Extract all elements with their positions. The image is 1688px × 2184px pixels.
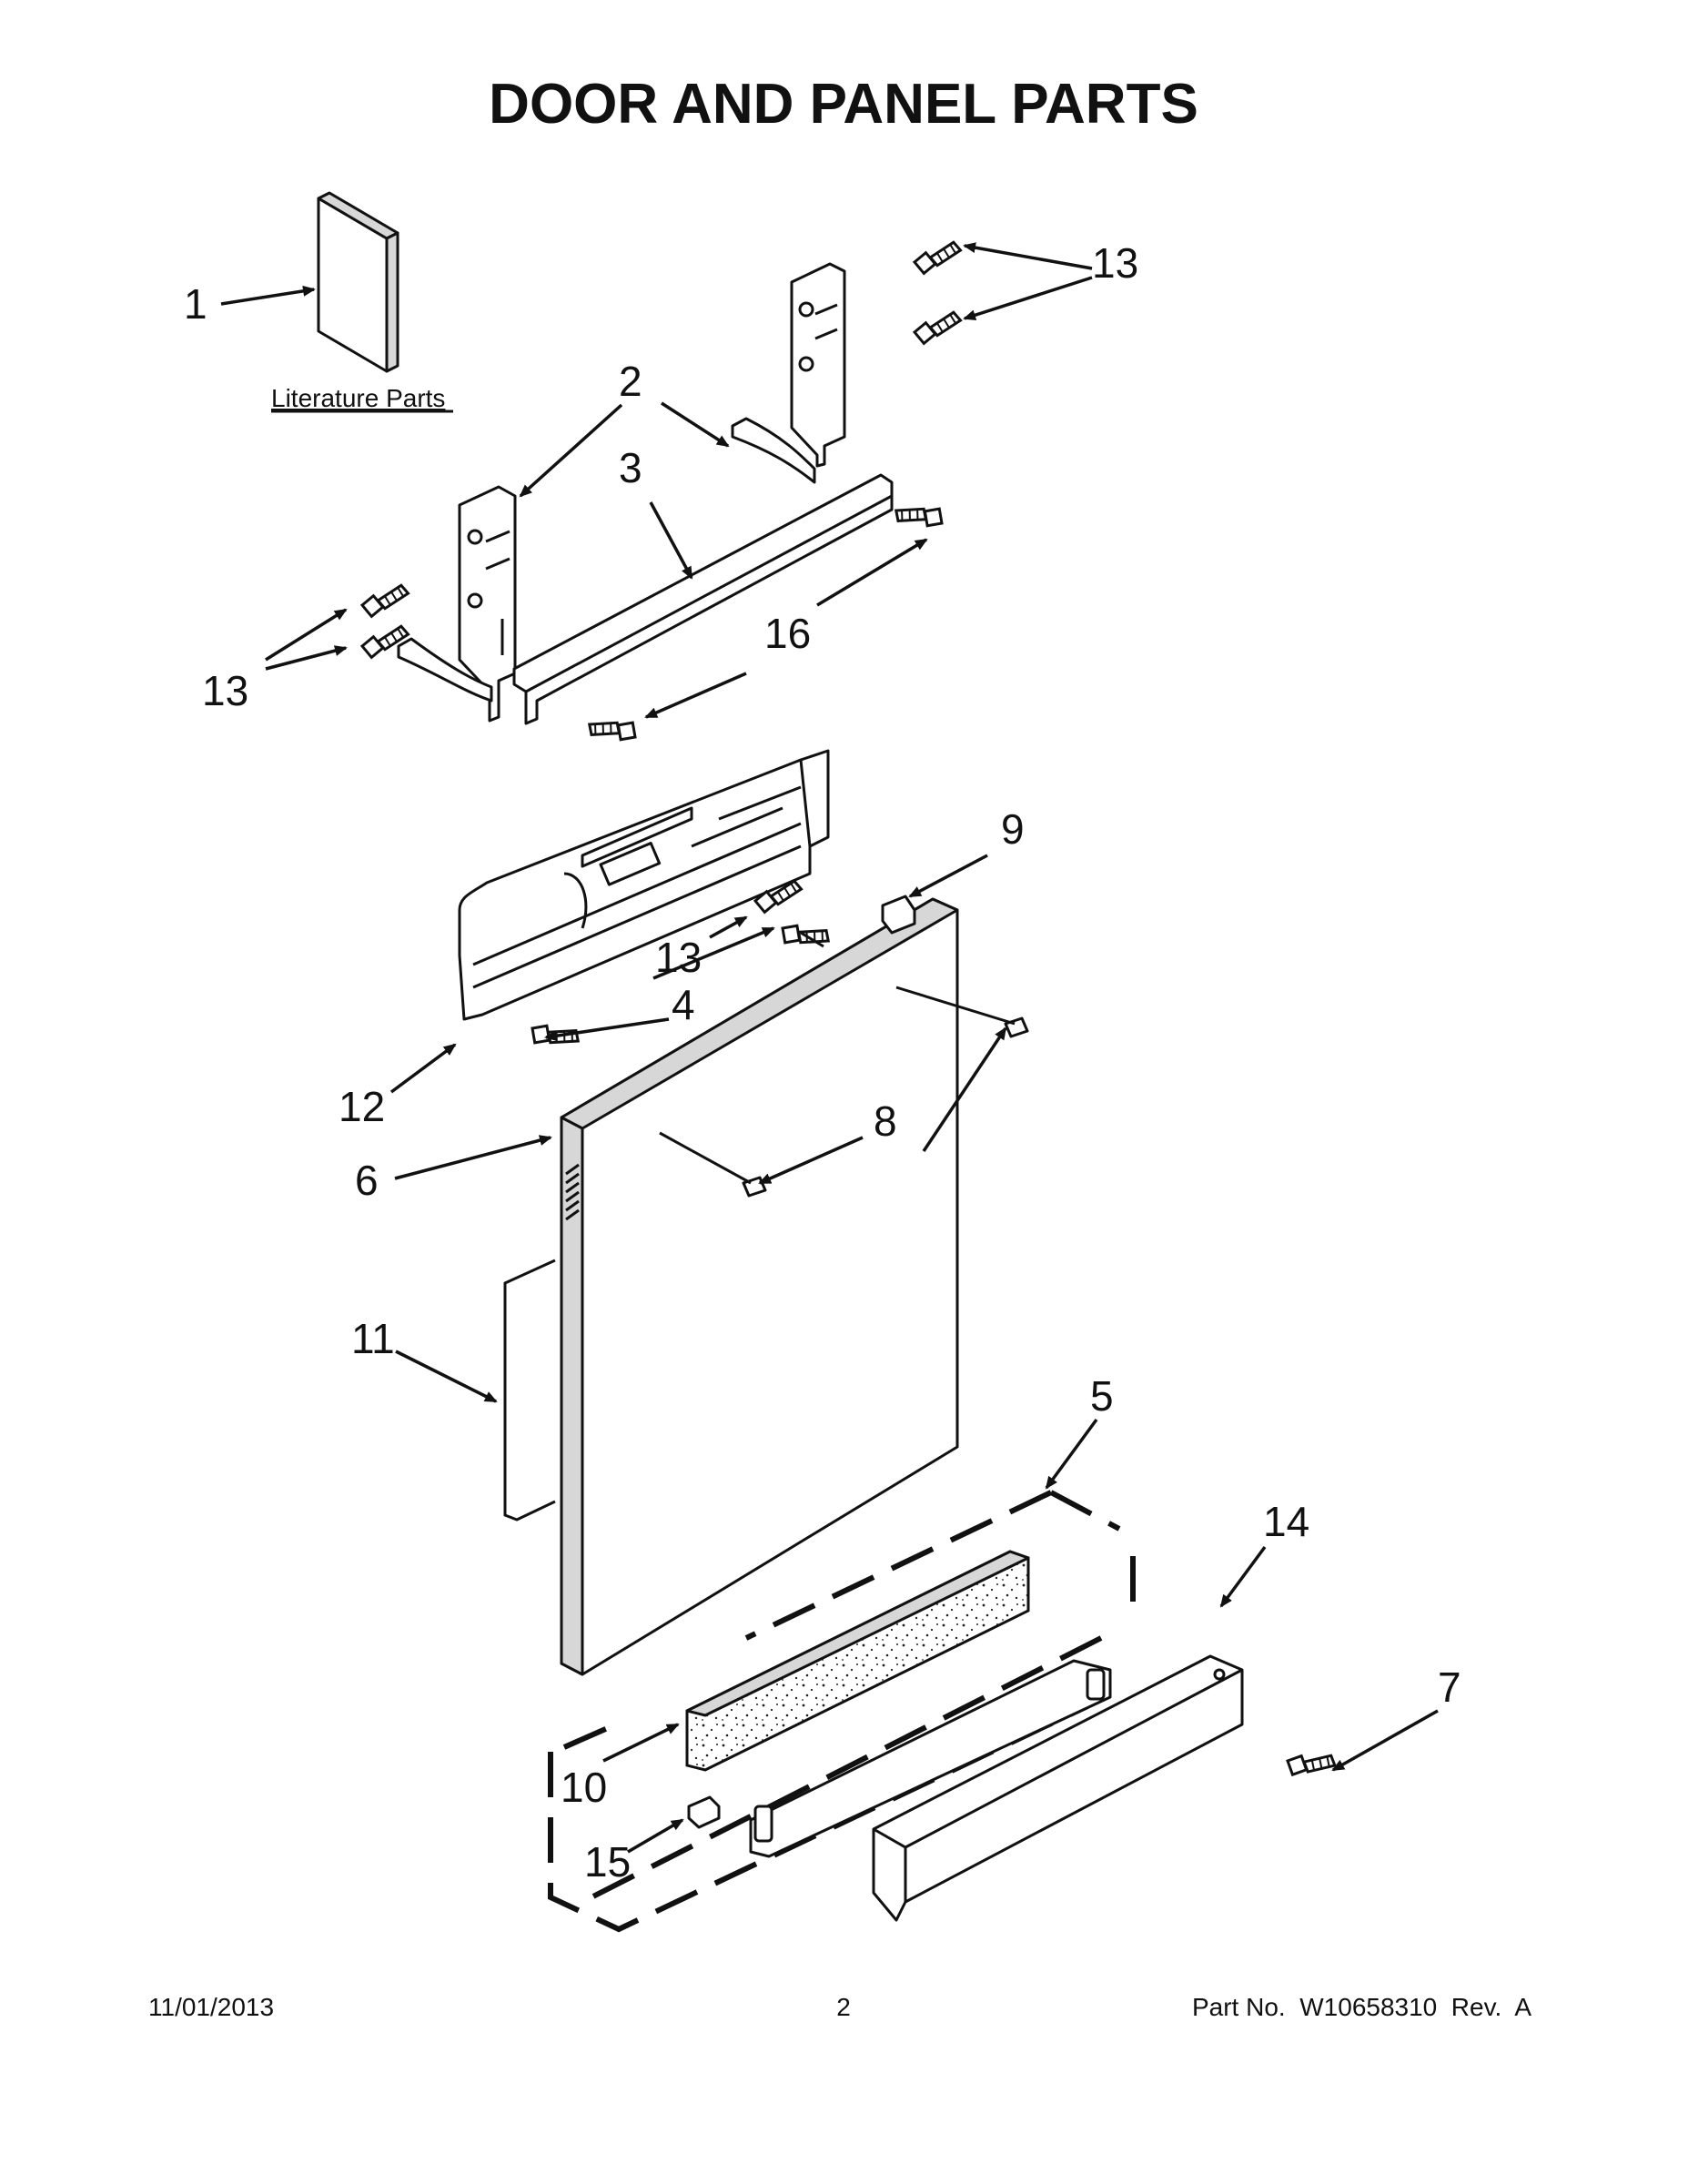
- callout-6: 6: [355, 1157, 379, 1204]
- callout-3: 3: [619, 444, 642, 491]
- door-gasket: [503, 1259, 556, 1522]
- hinge-bracket-left: [397, 485, 517, 723]
- screw-lower: [1284, 1746, 1339, 1784]
- kick-plate: [749, 1659, 1112, 1858]
- callout-7: 7: [1438, 1663, 1461, 1711]
- callout-13-left: 13: [202, 667, 248, 714]
- callout-4: 4: [672, 981, 695, 1028]
- leader-lines: [220, 242, 1439, 1854]
- lower-access-panel: [872, 1654, 1244, 1922]
- foam-insulation: [685, 1550, 1030, 1772]
- door-top-rail: [512, 473, 894, 725]
- callout-16: 16: [764, 610, 811, 657]
- callout-14: 14: [1263, 1498, 1309, 1545]
- page-title: DOOR AND PANEL PARTS: [489, 73, 1198, 136]
- callout-12: 12: [339, 1083, 385, 1130]
- callout-5: 5: [1090, 1372, 1114, 1420]
- footer-page-number: 2: [836, 1993, 851, 2021]
- callout-15: 15: [584, 1838, 631, 1886]
- callout-2: 2: [619, 358, 642, 405]
- screw-top-1: [911, 239, 965, 277]
- hinge-bracket-right: [731, 262, 846, 484]
- outer-door-panel: [560, 897, 959, 1676]
- literature-booklet: [317, 191, 399, 373]
- panel-clip: [881, 895, 916, 935]
- callout-13-top: 13: [1092, 239, 1138, 287]
- footer-part-number: Part No. W10658310 Rev. A: [1192, 1993, 1531, 2021]
- screw-left-1: [359, 582, 413, 620]
- footer-date: 11/01/2013: [148, 1993, 274, 2021]
- screw-rail-left: [584, 707, 642, 751]
- callout-13-mid: 13: [655, 934, 702, 981]
- screw-rail-right: [891, 493, 948, 537]
- callout-10: 10: [561, 1764, 607, 1811]
- callout-9: 9: [1001, 805, 1025, 853]
- callout-1: 1: [184, 280, 207, 328]
- callout-8: 8: [874, 1097, 897, 1145]
- control-console: [458, 749, 830, 1021]
- small-clip: [687, 1795, 721, 1829]
- literature-parts-label: Literature Parts: [271, 384, 445, 412]
- screw-top-2: [911, 309, 965, 347]
- callout-11: 11: [351, 1315, 395, 1362]
